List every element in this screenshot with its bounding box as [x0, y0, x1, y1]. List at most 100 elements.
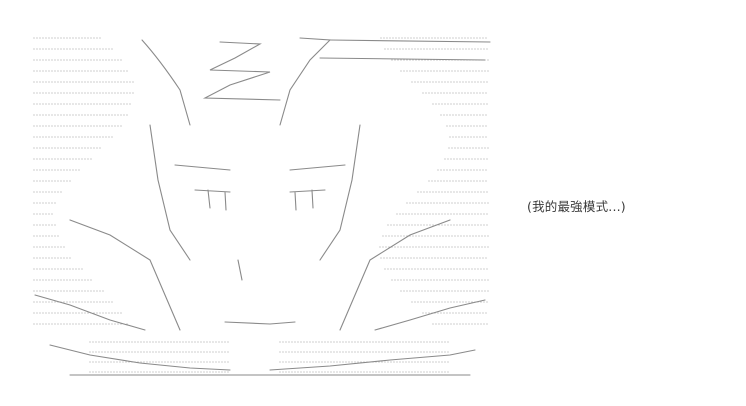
ascii-dot: [458, 180, 460, 182]
ascii-dot: [48, 81, 50, 83]
ascii-dot: [336, 351, 338, 353]
ascii-dot: [96, 136, 98, 138]
ascii-dot: [397, 235, 399, 237]
ascii-dot: [447, 103, 449, 105]
ascii-dot: [487, 147, 489, 149]
ascii-dot: [57, 147, 59, 149]
ascii-dot: [426, 48, 428, 50]
ascii-dot: [57, 279, 59, 281]
ascii-dot: [140, 351, 142, 353]
ascii-dot: [472, 235, 474, 237]
ascii-dot: [111, 301, 113, 303]
ascii-dot: [430, 202, 432, 204]
ascii-dot: [479, 180, 481, 182]
ascii-dot: [434, 180, 436, 182]
ascii-dot: [452, 37, 454, 39]
ascii-dot: [411, 301, 413, 303]
ascii-dot: [351, 371, 353, 373]
ascii-dot: [482, 180, 484, 182]
ascii-dot: [282, 351, 284, 353]
ascii-dot: [173, 371, 175, 373]
ascii-dot: [167, 371, 169, 373]
ascii-dot: [60, 37, 62, 39]
ascii-dot: [444, 361, 446, 363]
ascii-dot: [108, 114, 110, 116]
ascii-dot: [312, 361, 314, 363]
ascii-dot: [330, 371, 332, 373]
ascii-dot: [345, 341, 347, 343]
ascii-dot: [48, 202, 50, 204]
ascii-dot: [483, 191, 485, 193]
ascii-dot: [396, 361, 398, 363]
ascii-dot: [126, 103, 128, 105]
ascii-dot: [469, 147, 471, 149]
ascii-dot: [104, 361, 106, 363]
ascii-dot: [69, 92, 71, 94]
ascii-dot: [60, 180, 62, 182]
ascii-dot: [75, 81, 77, 83]
ascii-dot: [167, 361, 169, 363]
ascii-dot: [54, 59, 56, 61]
ascii-dot: [300, 371, 302, 373]
ascii-dot: [378, 361, 380, 363]
ascii-dot: [457, 246, 459, 248]
ascii-dot: [72, 290, 74, 292]
ascii-dot: [467, 37, 469, 39]
ascii-dot: [475, 279, 477, 281]
ascii-dot: [456, 224, 458, 226]
ascii-dot: [45, 147, 47, 149]
ascii-dot: [423, 371, 425, 373]
ascii-dot: [66, 125, 68, 127]
ascii-dot: [418, 279, 420, 281]
ascii-dot: [463, 70, 465, 72]
ascii-dot: [444, 323, 446, 325]
ascii-dot: [389, 37, 391, 39]
ascii-dot: [89, 361, 91, 363]
ascii-dot: [476, 180, 478, 182]
ascii-dot: [432, 213, 434, 215]
ascii-dot: [440, 169, 442, 171]
ascii-dot: [75, 147, 77, 149]
ascii-dot: [57, 246, 59, 248]
ascii-dot: [101, 361, 103, 363]
ascii-dot: [72, 37, 74, 39]
ascii-dot: [54, 147, 56, 149]
ascii-dot: [456, 191, 458, 193]
ascii-dot: [129, 92, 131, 94]
ascii-dot: [467, 257, 469, 259]
ascii-dot: [457, 290, 459, 292]
ascii-dot: [66, 279, 68, 281]
ascii-dot: [98, 351, 100, 353]
ascii-dot: [126, 81, 128, 83]
ascii-dot: [105, 114, 107, 116]
brow-right: [289, 164, 346, 171]
ascii-dot: [81, 125, 83, 127]
ascii-dot: [453, 268, 455, 270]
ascii-dot: [478, 147, 480, 149]
ascii-dot: [152, 341, 154, 343]
ascii-dot: [420, 81, 422, 83]
ascii-dot: [472, 147, 474, 149]
ascii-dot: [476, 257, 478, 259]
ascii-dot: [411, 224, 413, 226]
ascii-dot: [407, 257, 409, 259]
ascii-dot: [471, 213, 473, 215]
ascii-dot: [415, 202, 417, 204]
ascii-dot: [45, 169, 47, 171]
ascii-dot: [81, 103, 83, 105]
ascii-dot: [448, 202, 450, 204]
ascii-dot: [468, 224, 470, 226]
ascii-dot: [432, 351, 434, 353]
ascii-dot: [167, 351, 169, 353]
ascii-dot: [170, 361, 172, 363]
ascii-dot: [101, 351, 103, 353]
ascii-dot: [415, 279, 417, 281]
ascii-dot: [479, 37, 481, 39]
ascii-dot: [110, 361, 112, 363]
ascii-dot: [423, 224, 425, 226]
ascii-dot: [372, 371, 374, 373]
ascii-dot: [461, 125, 463, 127]
ascii-dot: [98, 371, 100, 373]
ascii-dot: [472, 70, 474, 72]
ascii-dot: [447, 361, 449, 363]
